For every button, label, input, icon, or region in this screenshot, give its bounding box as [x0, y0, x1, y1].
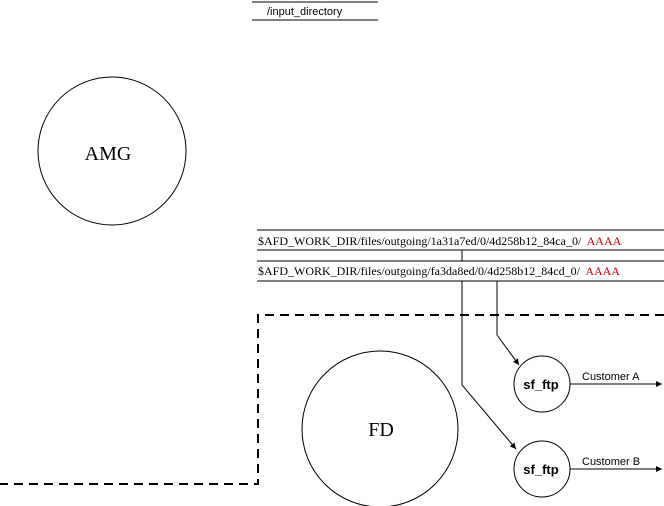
sf-ftp-b-label: sf_ftp	[523, 462, 558, 477]
outgoing-path-2-prefix: $AFD_WORK_DIR/files/outgoing/fa3da8ed/0/…	[258, 264, 581, 278]
sf-ftp-a-label: sf_ftp	[523, 377, 558, 392]
amg-circle	[37, 76, 187, 226]
outgoing-path-1: $AFD_WORK_DIR/files/outgoing/1a31a7ed/0/…	[257, 229, 664, 251]
fd-process: FD	[301, 350, 459, 506]
arrow-to-sf-ftp-a	[496, 281, 520, 366]
fd-boundary	[0, 314, 664, 485]
input-directory: /input_directory	[252, 1, 378, 21]
customer-a-label: Customer A	[582, 371, 640, 383]
customer-b-label: Customer B	[582, 456, 640, 468]
sf-ftp-process-a: sf_ftp Customer A	[513, 355, 662, 413]
amg-label: AMG	[85, 143, 132, 165]
svg-text:$AFD_WORK_DIR/files/outgoing/f: $AFD_WORK_DIR/files/outgoing/fa3da8ed/0/…	[258, 264, 620, 278]
sf-ftp-process-b: sf_ftp Customer B	[513, 440, 662, 498]
fd-circle	[301, 350, 459, 506]
outgoing-path-1-file: AAAA	[587, 234, 622, 248]
amg-process: AMG	[37, 76, 187, 226]
outgoing-path-2: $AFD_WORK_DIR/files/outgoing/fa3da8ed/0/…	[257, 260, 664, 282]
fd-label: FD	[368, 419, 394, 441]
svg-text:$AFD_WORK_DIR/files/outgoing/1: $AFD_WORK_DIR/files/outgoing/1a31a7ed/0/…	[258, 234, 622, 248]
outgoing-path-2-file: AAAA	[585, 264, 620, 278]
arrow-to-sf-ftp-b	[461, 281, 517, 450]
outgoing-path-1-prefix: $AFD_WORK_DIR/files/outgoing/1a31a7ed/0/…	[258, 234, 582, 248]
input-directory-label: /input_directory	[267, 6, 343, 18]
